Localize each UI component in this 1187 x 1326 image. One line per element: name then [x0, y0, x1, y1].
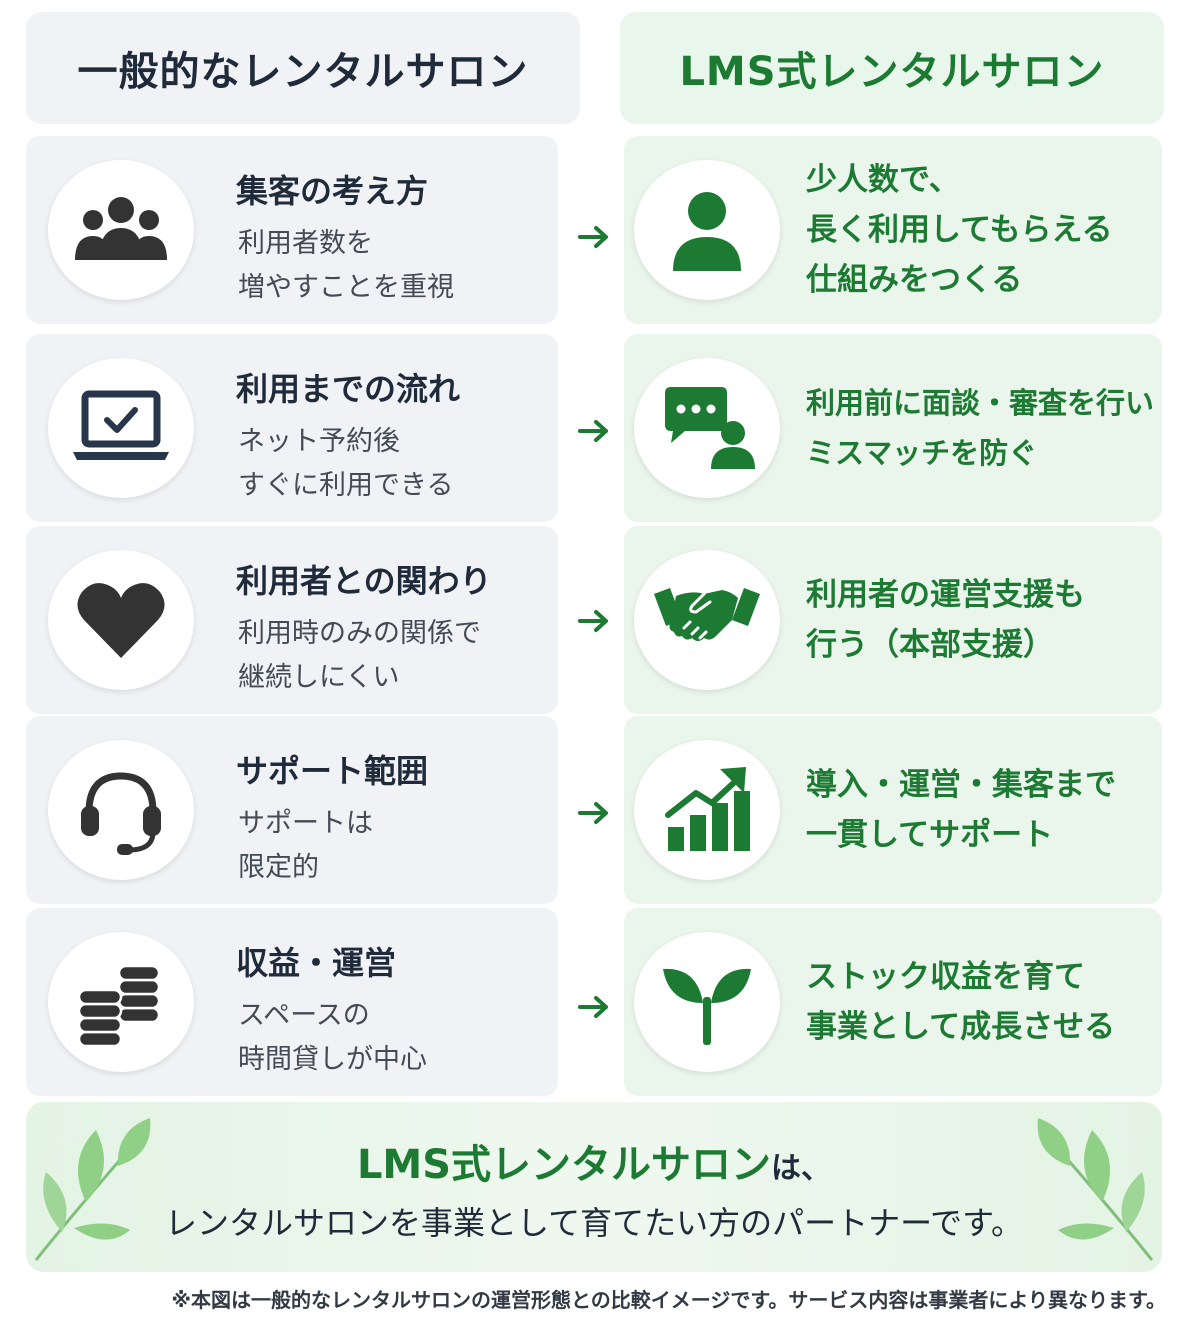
people-group-icon [75, 197, 167, 260]
left-card-row-4: サポート範囲 サポートは 限定的 [26, 716, 558, 904]
left-desc-line: すぐに利用できる [238, 470, 454, 501]
right-text-line: ストック収益を育て [806, 959, 1085, 995]
left-row-description: サポートは 限定的 [238, 802, 373, 890]
left-row-description: 利用者数を 増やすことを重視 [238, 222, 454, 310]
footnote: ※本図は一般的なレンタルサロンの運営形態との比較イメージです。サービス内容は事業… [171, 1288, 1166, 1312]
banner-headline: LMS式レンタルサロンは、 [26, 1132, 1162, 1190]
left-icon-circle [48, 160, 194, 300]
left-row-title: 収益・運営 [236, 944, 397, 982]
arrow-icon [576, 606, 612, 636]
arrow-icon [576, 798, 612, 828]
person-icon [673, 192, 741, 271]
handshake-icon [654, 588, 760, 641]
banner-brand: LMS式レンタルサロン [356, 1142, 772, 1188]
leaf-branch-icon [1037, 1118, 1154, 1261]
right-text-line: 少人数で、 [806, 162, 960, 198]
left-column-header: 一般的なレンタルサロン [26, 12, 580, 124]
leaf-branch-icon [34, 1118, 151, 1261]
right-icon-circle [634, 740, 780, 880]
left-icon-circle [48, 932, 194, 1072]
left-row-description: スペースの 時間貸しが中心 [238, 994, 427, 1082]
left-desc-line: 時間貸しが中心 [238, 1044, 427, 1075]
right-row-text: 導入・運営・集客まで 一貫してサポート [806, 716, 1116, 904]
right-icon-circle [634, 160, 780, 300]
right-card-row-1: 少人数で、 長く利用してもらえる 仕組みをつくる [624, 136, 1162, 324]
left-card-row-3: 利用者との関わり 利用時のみの関係で 継続しにくい [26, 526, 558, 714]
right-text-line: 導入・運営・集客まで [806, 767, 1116, 803]
right-card-row-4: 導入・運営・集客まで 一貫してサポート [624, 716, 1162, 904]
banner-particle: は、 [771, 1151, 832, 1186]
right-text-line: 長く利用してもらえる [806, 212, 1113, 248]
left-icon-circle [48, 740, 194, 880]
left-desc-line: 継続しにくい [238, 662, 400, 693]
left-desc-line: 限定的 [238, 852, 319, 883]
left-icon-circle [48, 358, 194, 498]
right-card-row-2: 利用前に面談・審査を行い ミスマッチを防ぐ [624, 334, 1162, 522]
right-icon-circle [634, 932, 780, 1072]
summary-banner: LMS式レンタルサロンは、 レンタルサロンを事業として育てたい方のパートナーです… [26, 1102, 1162, 1272]
right-row-text: ストック収益を育て 事業として成長させる [806, 908, 1115, 1096]
right-text-line: 行う（本部支援） [806, 627, 1054, 663]
left-row-description: ネット予約後 すぐに利用できる [238, 420, 453, 508]
laptop-check-icon [73, 390, 169, 460]
sprout-icon [663, 968, 751, 1045]
right-icon-circle [634, 358, 780, 498]
headset-icon [81, 772, 161, 855]
right-row-text: 少人数で、 長く利用してもらえる 仕組みをつくる [806, 136, 1113, 324]
left-desc-line: 増やすことを重視 [238, 272, 454, 303]
right-icon-circle [634, 550, 780, 690]
right-card-row-5: ストック収益を育て 事業として成長させる [624, 908, 1162, 1096]
left-card-row-5: 収益・運営 スペースの 時間貸しが中心 [26, 908, 558, 1096]
banner-message: レンタルサロンを事業として育てたい方のパートナーです。 [165, 1204, 1023, 1242]
left-desc-line: サポートは [238, 808, 373, 839]
left-row-description: 利用時のみの関係で 継続しにくい [238, 612, 481, 700]
right-column-title: LMS式レンタルサロン [679, 49, 1105, 95]
right-text-line: ミスマッチを防ぐ [806, 436, 1038, 470]
left-row-title: 集客の考え方 [236, 172, 429, 210]
right-text-line: 利用前に面談・審査を行い [806, 386, 1155, 420]
arrow-icon [576, 222, 612, 252]
right-text-line: 利用者の運営支援も [806, 577, 1085, 613]
right-text-line: 仕組みをつくる [806, 262, 1023, 298]
left-desc-line: ネット予約後 [238, 426, 400, 457]
heart-icon [77, 583, 165, 658]
right-column-header: LMS式レンタルサロン [620, 12, 1164, 124]
left-desc-line: 利用者数を [238, 228, 373, 259]
right-row-text: 利用者の運営支援も 行う（本部支援） [806, 526, 1085, 714]
arrow-icon [576, 992, 612, 1022]
coins-stack-icon [77, 964, 161, 1048]
growth-chart-icon [665, 767, 750, 851]
left-desc-line: 利用時のみの関係で [238, 618, 481, 649]
chat-person-icon [665, 387, 755, 469]
left-row-title: 利用者との関わり [236, 562, 492, 600]
left-column-title: 一般的なレンタルサロン [77, 49, 529, 95]
left-card-row-2: 利用までの流れ ネット予約後 すぐに利用できる [26, 334, 558, 522]
right-card-row-3: 利用者の運営支援も 行う（本部支援） [624, 526, 1162, 714]
left-row-title: サポート範囲 [236, 752, 429, 790]
left-icon-circle [48, 550, 194, 690]
left-row-title: 利用までの流れ [236, 370, 461, 408]
right-text-line: 事業として成長させる [806, 1009, 1116, 1045]
right-text-line: 一貫してサポート [806, 817, 1054, 853]
right-row-text: 利用前に面談・審査を行い ミスマッチを防ぐ [806, 334, 1154, 522]
left-desc-line: スペースの [238, 1000, 370, 1031]
left-card-row-1: 集客の考え方 利用者数を 増やすことを重視 [26, 136, 558, 324]
arrow-icon [576, 416, 612, 446]
